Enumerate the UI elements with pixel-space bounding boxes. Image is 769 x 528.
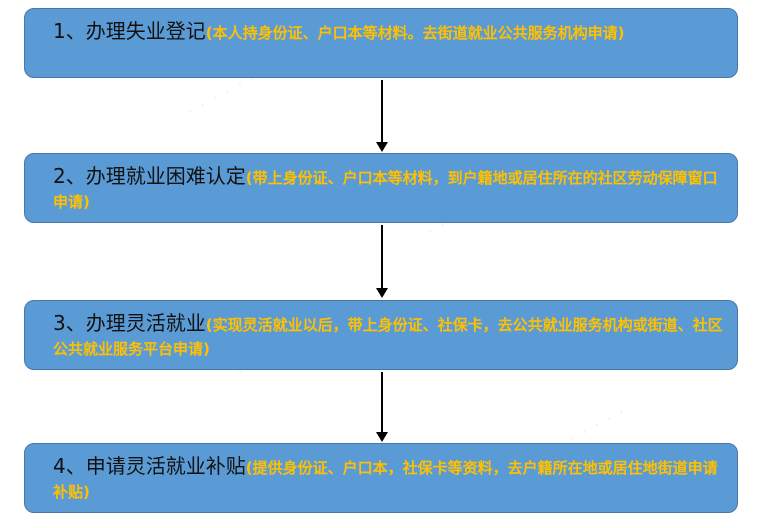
flow-arrow-2-to-3: [375, 225, 389, 298]
flow-arrow-1-to-2: [375, 80, 389, 152]
arrow-shaft: [381, 80, 383, 142]
arrow-shaft: [381, 372, 383, 432]
arrow-head-icon: [376, 288, 388, 298]
arrow-head-icon: [376, 432, 388, 442]
arrow-shaft: [381, 225, 383, 288]
step-box-1: 1、办理失业登记(本人持身份证、户口本等材料。去街道就业公共服务机构申请): [24, 8, 738, 78]
flow-arrow-3-to-4: [375, 372, 389, 442]
step-box-2: 2、办理就业困难认定(带上身份证、户口本等材料，到户籍地或居住所在的社区劳动保障…: [24, 153, 738, 223]
step-note-2: (带上身份证、户口本等材料，到户籍地或居住所在的社区劳动保障窗口申请): [53, 169, 718, 211]
step-box-3: 3、办理灵活就业(实现灵活就业以后，带上身份证、社保卡，去公共就业服务机构或街道…: [24, 300, 738, 370]
step-title-1: 1、办理失业登记: [53, 19, 206, 43]
step-box-4: 4、申请灵活就业补贴(提供身份证、户口本，社保卡等资料，去户籍所在地或居住地街道…: [24, 443, 738, 513]
step-title-4: 4、申请灵活就业补贴: [53, 454, 246, 478]
step-note-3: (实现灵活就业以后，带上身份证、社保卡，去公共就业服务机构或街道、社区公共就业服…: [53, 316, 723, 358]
step-note-1: (本人持身份证、户口本等材料。去街道就业公共服务机构申请): [205, 24, 625, 42]
step-note-4: (提供身份证、户口本，社保卡等资料，去户籍所在地或居住地街道申请补贴): [53, 459, 718, 501]
step-title-3: 3、办理灵活就业: [53, 311, 206, 335]
step-title-2: 2、办理就业困难认定: [53, 164, 246, 188]
arrow-head-icon: [376, 142, 388, 152]
